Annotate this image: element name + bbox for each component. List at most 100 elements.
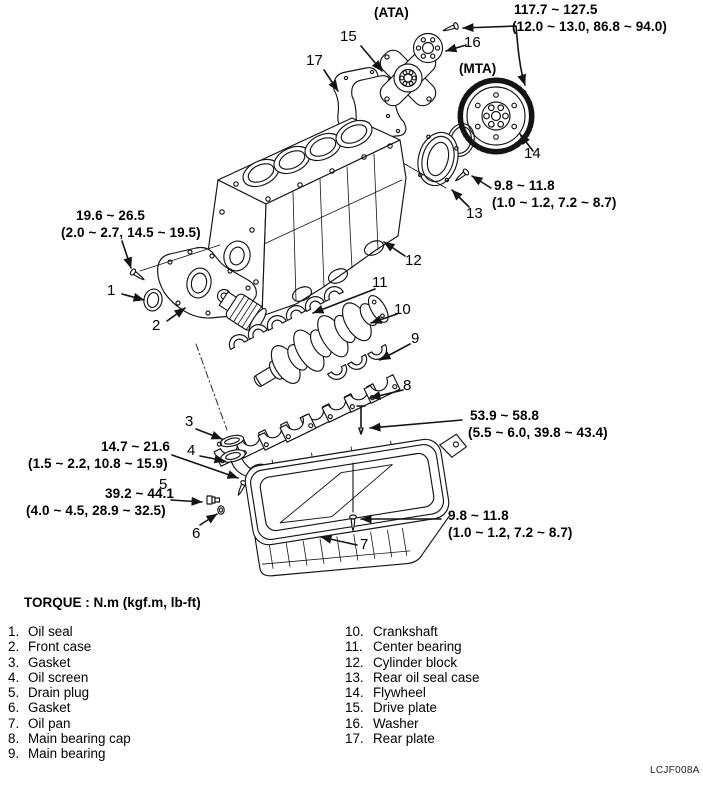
- part-number: 2.: [8, 639, 20, 655]
- crankshaft-drawing: [253, 294, 389, 387]
- bolt-axis-line: [139, 244, 221, 272]
- part-label: Oil seal: [28, 624, 73, 639]
- part-label: Drain plug: [28, 685, 90, 701]
- part-label: Front case: [28, 639, 92, 655]
- torque-oil-screen-converted: (1.5 ~ 2.2, 10.8 ~ 15.9): [28, 456, 168, 471]
- cap-bolt-icon: [356, 405, 366, 435]
- part-number: 14.: [345, 685, 364, 701]
- part-number: 17.: [345, 731, 364, 747]
- oil-pan-drawing: [244, 433, 468, 577]
- part-number: 7.: [8, 715, 20, 731]
- callout-17: 17: [306, 52, 323, 69]
- ata-annotation: (ATA): [374, 5, 409, 20]
- drain-plug-drawing: [206, 495, 221, 505]
- torque-front-case-converted: (2.0 ~ 2.7, 14.5 ~ 19.5): [61, 225, 201, 240]
- parts-list-left: 1.Oil seal 2. Front case 3. Gasket 4. Oil s…: [8, 624, 131, 762]
- part-row: 13. Rear oil seal case: [345, 670, 479, 685]
- callout-5: 5: [159, 476, 168, 493]
- part-label: Rear plate: [373, 731, 435, 747]
- torque-heading: TORQUE : N.m (kgf.m, lb-ft): [24, 595, 201, 610]
- torque-bearing-cap-value: 53.9 ~ 58.8: [470, 408, 540, 423]
- part-row: 17. Rear plate: [345, 731, 479, 746]
- part-row: 16. Washer: [345, 716, 479, 731]
- part-number: 15.: [345, 700, 364, 716]
- torque-flywheel-value: 117.7 ~ 127.5: [514, 2, 598, 17]
- callout-3: 3: [185, 413, 194, 430]
- part-number: 10.: [345, 624, 364, 639]
- callout-9: 9: [411, 330, 420, 347]
- part-label: Main bearing: [28, 746, 106, 762]
- torque-drain-plug-converted: (4.0 ~ 4.5, 28.9 ~ 32.5): [26, 503, 166, 518]
- part-row: 3. Gasket: [8, 655, 131, 670]
- part-row: 12.Cylinder block: [345, 655, 479, 670]
- torque-oil-pan-value: 9.8 ~ 11.8: [448, 508, 509, 523]
- mta-annotation: (MTA): [459, 61, 497, 76]
- callout-16: 16: [464, 34, 481, 51]
- oil-seal-drawing: [143, 288, 163, 312]
- callout-10: 10: [394, 301, 411, 318]
- part-row: 8. Main bearing cap: [8, 731, 131, 746]
- callout-12: 12: [405, 252, 422, 269]
- part-label: Drive plate: [373, 700, 438, 716]
- callout-13: 13: [466, 205, 483, 222]
- part-label: Oil pan: [28, 715, 71, 731]
- part-row: 5. Drain plug: [8, 685, 131, 700]
- callout-7: 7: [360, 536, 369, 553]
- part-row: 1.Oil seal: [8, 624, 131, 639]
- part-row: 10.Crankshaft: [345, 624, 479, 639]
- part-row: 7. Oil pan: [8, 716, 131, 731]
- part-number: 12.: [345, 654, 364, 670]
- washer-drawing: [412, 32, 444, 64]
- callout-4: 4: [187, 442, 196, 459]
- part-number: 9.: [8, 746, 20, 762]
- part-row: 11. Center bearing: [345, 639, 479, 654]
- figure-code: LCJF008A: [650, 765, 700, 776]
- torque-rear-seal-converted: (1.0 ~ 1.2, 7.2 ~ 8.7): [492, 195, 617, 210]
- centerline: [195, 343, 228, 431]
- part-number: 13.: [345, 669, 364, 685]
- part-number: 16.: [345, 715, 364, 731]
- torque-flywheel-converted: (12.0 ~ 13.0, 86.8 ~ 94.0): [512, 19, 667, 34]
- torque-oil-pan-converted: (1.0 ~ 1.2, 7.2 ~ 8.7): [448, 525, 573, 540]
- rear-oil-seal-case-drawing: [417, 131, 459, 187]
- gasket-drawing: [216, 434, 245, 448]
- part-row: 4. Oil screen: [8, 670, 131, 685]
- part-number: 6.: [8, 700, 20, 716]
- callout-8: 8: [403, 377, 412, 394]
- part-number: 8.: [8, 731, 20, 747]
- part-label: Gasket: [28, 654, 71, 670]
- torque-oil-screen-value: 14.7 ~ 21.6: [101, 439, 171, 454]
- part-number: 4.: [8, 669, 20, 685]
- callout-14: 14: [524, 145, 541, 162]
- part-label: Oil screen: [28, 669, 89, 685]
- callout-2: 2: [152, 317, 161, 334]
- part-label: Main bearing cap: [28, 731, 131, 747]
- leader-lines: [121, 23, 534, 546]
- parts-list-right: 10.Crankshaft 11. Center bearing 12.Cylin…: [345, 624, 479, 746]
- part-row: 15. Drive plate: [345, 700, 479, 715]
- part-label: Gasket: [28, 700, 71, 716]
- flywheel-bolt-ata-icon: [441, 21, 460, 35]
- part-label: Center bearing: [373, 639, 462, 655]
- part-number: 3.: [8, 654, 20, 670]
- flywheel-drawing: [457, 77, 535, 155]
- callout-15: 15: [340, 28, 357, 45]
- part-row: 14. Flywheel: [345, 685, 479, 700]
- callout-6: 6: [192, 525, 201, 542]
- part-row: 2. Front case: [8, 639, 131, 654]
- callout-11: 11: [372, 274, 388, 291]
- part-row: 6. Gasket: [8, 700, 131, 715]
- part-label: Washer: [373, 715, 419, 731]
- assembly-line: [397, 159, 447, 189]
- part-row: 9. Main bearing: [8, 746, 131, 761]
- part-number: 11.: [345, 639, 363, 655]
- torque-front-case-value: 19.6 ~ 26.5: [76, 208, 146, 223]
- drive-plate-drawing: [379, 49, 437, 107]
- torque-bearing-cap-converted: (5.5 ~ 6.0, 39.8 ~ 43.4): [468, 425, 608, 440]
- part-label: Flywheel: [373, 685, 426, 701]
- part-number: 5.: [8, 685, 20, 701]
- drain-gasket-drawing: [217, 505, 225, 515]
- part-label: Rear oil seal case: [373, 669, 480, 685]
